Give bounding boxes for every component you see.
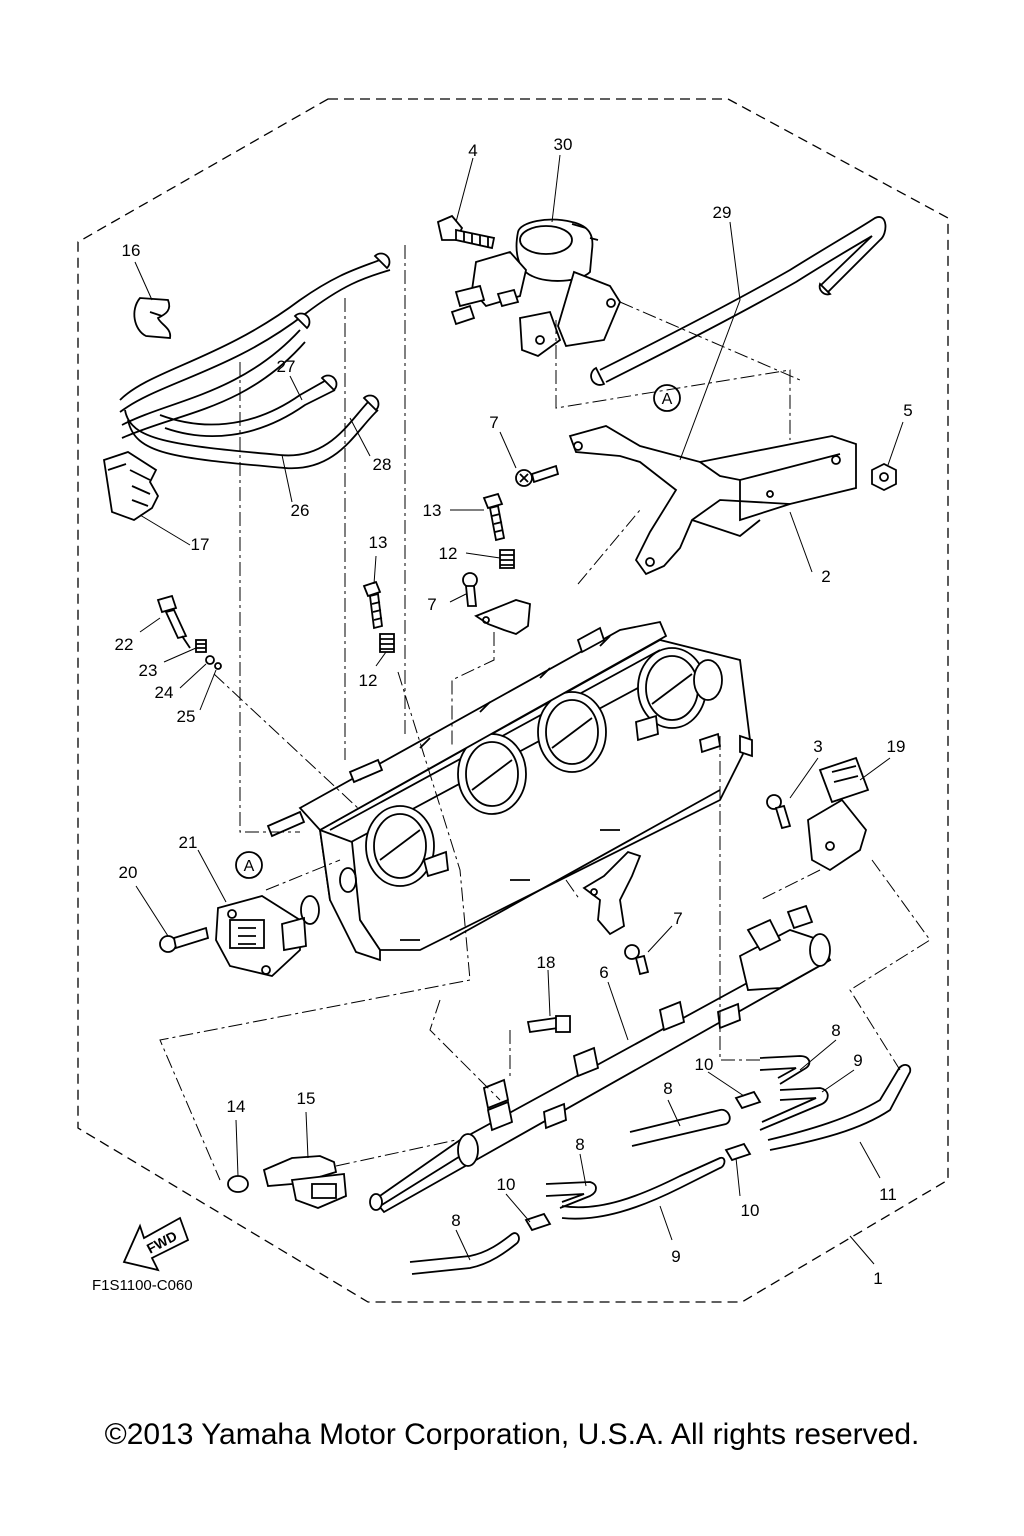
screw-7-mid	[462, 572, 478, 607]
hose-bundle	[119, 252, 391, 469]
callout-c4: 4	[468, 141, 477, 160]
callout-c13b: 13	[369, 533, 388, 552]
spring-12-lower	[379, 633, 395, 653]
callout-c30: 30	[554, 135, 573, 154]
callout-c10a: 10	[695, 1055, 714, 1074]
hose-holder-17	[102, 451, 160, 522]
callout-c3: 3	[813, 737, 822, 756]
callout-c10c: 10	[741, 1201, 760, 1220]
o-ring-21	[300, 895, 320, 925]
callout-c10b: 10	[497, 1175, 516, 1194]
callout-c5: 5	[903, 401, 912, 420]
callout-c27: 27	[277, 357, 296, 376]
connector-a-circle-left	[235, 851, 263, 879]
callout-c18: 18	[537, 953, 556, 972]
plate-7-lower	[582, 850, 642, 936]
callout-c19: 19	[887, 737, 906, 756]
spring-23	[195, 639, 207, 653]
callout-c7a: 7	[489, 413, 498, 432]
hose-8-c	[545, 1181, 597, 1209]
callout-c11: 11	[879, 1185, 897, 1204]
callout-c1: 1	[873, 1269, 882, 1288]
bracket-2	[568, 425, 857, 576]
hose-29	[590, 216, 887, 386]
leader-lines	[134, 154, 904, 1265]
injector-15	[262, 1155, 347, 1209]
plate-7-mid	[474, 599, 531, 635]
screw-7-lower	[624, 944, 650, 976]
hose-8-b	[629, 1108, 731, 1147]
hose-8-a	[759, 1055, 811, 1085]
vacuum-regulator-30	[450, 218, 622, 358]
hose-9-b	[561, 1156, 726, 1220]
callout-c17: 17	[191, 535, 210, 554]
fuel-rail-6	[369, 904, 832, 1214]
hose-10-a	[734, 1090, 762, 1110]
hose-9-a	[759, 1087, 829, 1131]
callout-c8c: 8	[575, 1135, 584, 1154]
callout-c14: 14	[227, 1097, 246, 1116]
hose-8-d	[409, 1232, 520, 1275]
callout-c6: 6	[599, 963, 608, 982]
callout-c28: 28	[373, 455, 392, 474]
callout-c26: 26	[291, 501, 310, 520]
connector-a-letter-top: A	[662, 391, 673, 408]
sensor-19	[807, 756, 870, 872]
washer-24	[205, 655, 215, 665]
nut-5	[871, 462, 897, 492]
copyright-notice: ©2013 Yamaha Motor Corporation, U.S.A. A…	[104, 1418, 920, 1451]
callout-c29: 29	[713, 203, 732, 222]
callout-c15: 15	[297, 1089, 316, 1108]
callout-c8d: 8	[451, 1211, 460, 1230]
seal-14	[227, 1175, 249, 1193]
air-screw-22	[156, 594, 191, 649]
callout-c8a: 8	[831, 1021, 840, 1040]
callout-c24: 24	[155, 683, 174, 702]
hose-10-c	[524, 1212, 552, 1232]
bolt-4	[436, 214, 496, 250]
callout-c7c: 7	[673, 909, 682, 928]
callout-c16: 16	[122, 241, 141, 260]
callout-c9a: 9	[853, 1051, 862, 1070]
screw-13-lower	[362, 580, 383, 630]
callout-c9b: 9	[671, 1247, 680, 1266]
assembly-boundary	[77, 98, 949, 1303]
hose-clip-16	[133, 297, 172, 339]
callout-c7b: 7	[427, 595, 436, 614]
callout-c20: 20	[119, 863, 138, 882]
reference-lines	[159, 245, 931, 1181]
throttle-body-assembly	[298, 620, 753, 962]
callout-c12b: 12	[359, 671, 378, 690]
bolt-18	[526, 1015, 571, 1034]
throttle-position-sensor-21	[215, 895, 307, 977]
screw-20	[159, 926, 210, 953]
callout-c22: 22	[115, 635, 134, 654]
screw-7-top	[515, 464, 560, 487]
hose-11	[767, 1064, 912, 1151]
callout-c23: 23	[139, 661, 158, 680]
callout-c8b: 8	[663, 1079, 672, 1098]
spring-12-upper	[499, 549, 515, 569]
diagram-ref-code: F1S1100-C060	[92, 1277, 193, 1294]
fwd-arrow-icon: FWD	[122, 1216, 190, 1272]
hose-10-b	[724, 1142, 752, 1162]
screw-3	[766, 794, 792, 830]
callout-c25: 25	[177, 707, 196, 726]
callout-c21: 21	[179, 833, 198, 852]
connector-a-letter-left: A	[244, 858, 255, 875]
throttle-hose-fittings	[266, 626, 722, 838]
callout-c13a: 13	[423, 501, 442, 520]
callout-c2: 2	[821, 567, 830, 586]
callout-c12a: 12	[439, 544, 458, 563]
screw-13-upper	[482, 492, 506, 542]
o-ring-25	[214, 662, 222, 670]
